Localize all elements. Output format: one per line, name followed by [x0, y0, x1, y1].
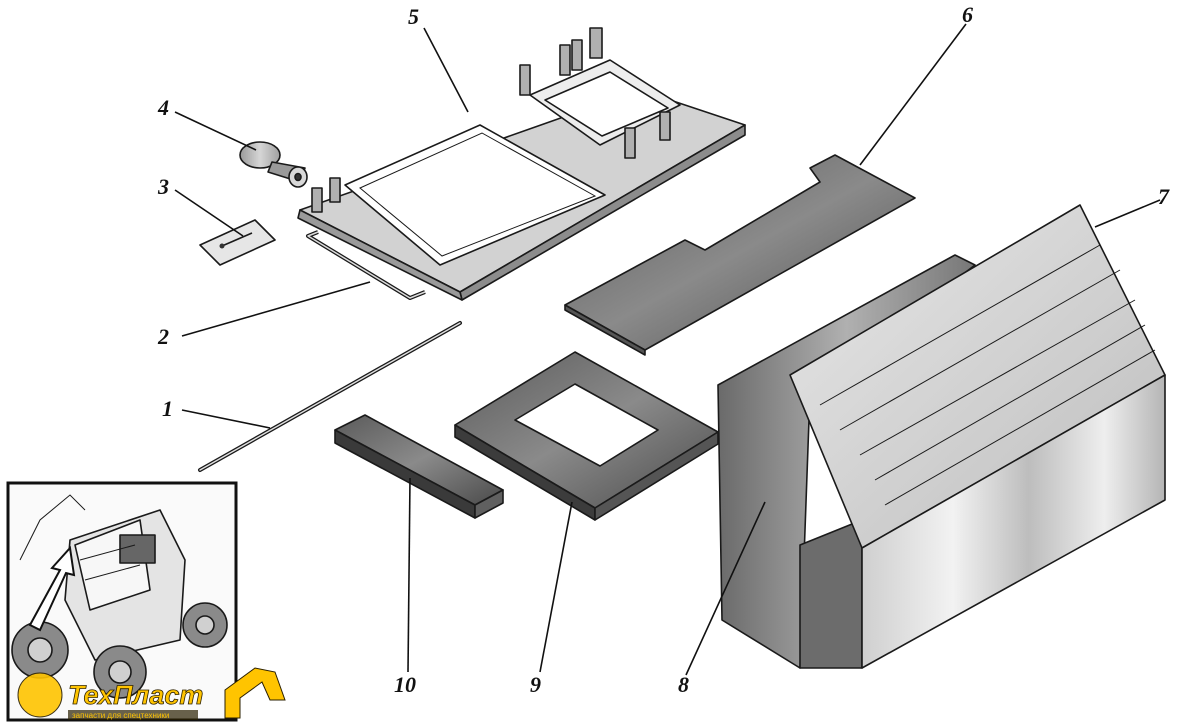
part-6-long-pad [564, 154, 916, 356]
leader-lines [174, 23, 1161, 676]
part-label-2: 2 [157, 324, 169, 349]
part-label-4: 4 [157, 95, 169, 120]
part-label-5: 5 [408, 4, 419, 29]
watermark-tagline: запчасти для спецтехники [72, 711, 169, 720]
part-10-bar [334, 414, 504, 519]
part-label-8: 8 [678, 672, 689, 697]
part-label-10: 10 [394, 672, 416, 697]
part-9-square-frame [454, 351, 719, 521]
watermark-brand: ТехПласт [68, 680, 203, 710]
techplast-watermark: ТехПласт запчасти для спецтехники [17, 667, 286, 720]
part-number-labels: 1 2 3 4 5 6 7 8 9 10 [157, 2, 1170, 697]
part-3-small-plate [199, 219, 276, 266]
part-label-9: 9 [530, 672, 541, 697]
part-label-7: 7 [1158, 184, 1170, 209]
part-4-knob [239, 141, 308, 188]
location-arrow-icon [28, 545, 76, 632]
part-1-thin-rod [198, 321, 462, 472]
vehicle-locator-inset [6, 481, 238, 722]
part-label-1: 1 [162, 396, 173, 421]
part-7-top-panel [789, 204, 1166, 669]
part-5-frame-plate [297, 27, 746, 301]
part-label-3: 3 [157, 174, 169, 199]
excavator-logo-icon [224, 667, 286, 719]
part-label-6: 6 [962, 2, 973, 27]
part-8-side-panel [717, 254, 976, 669]
part-2-bent-rod [306, 230, 426, 300]
